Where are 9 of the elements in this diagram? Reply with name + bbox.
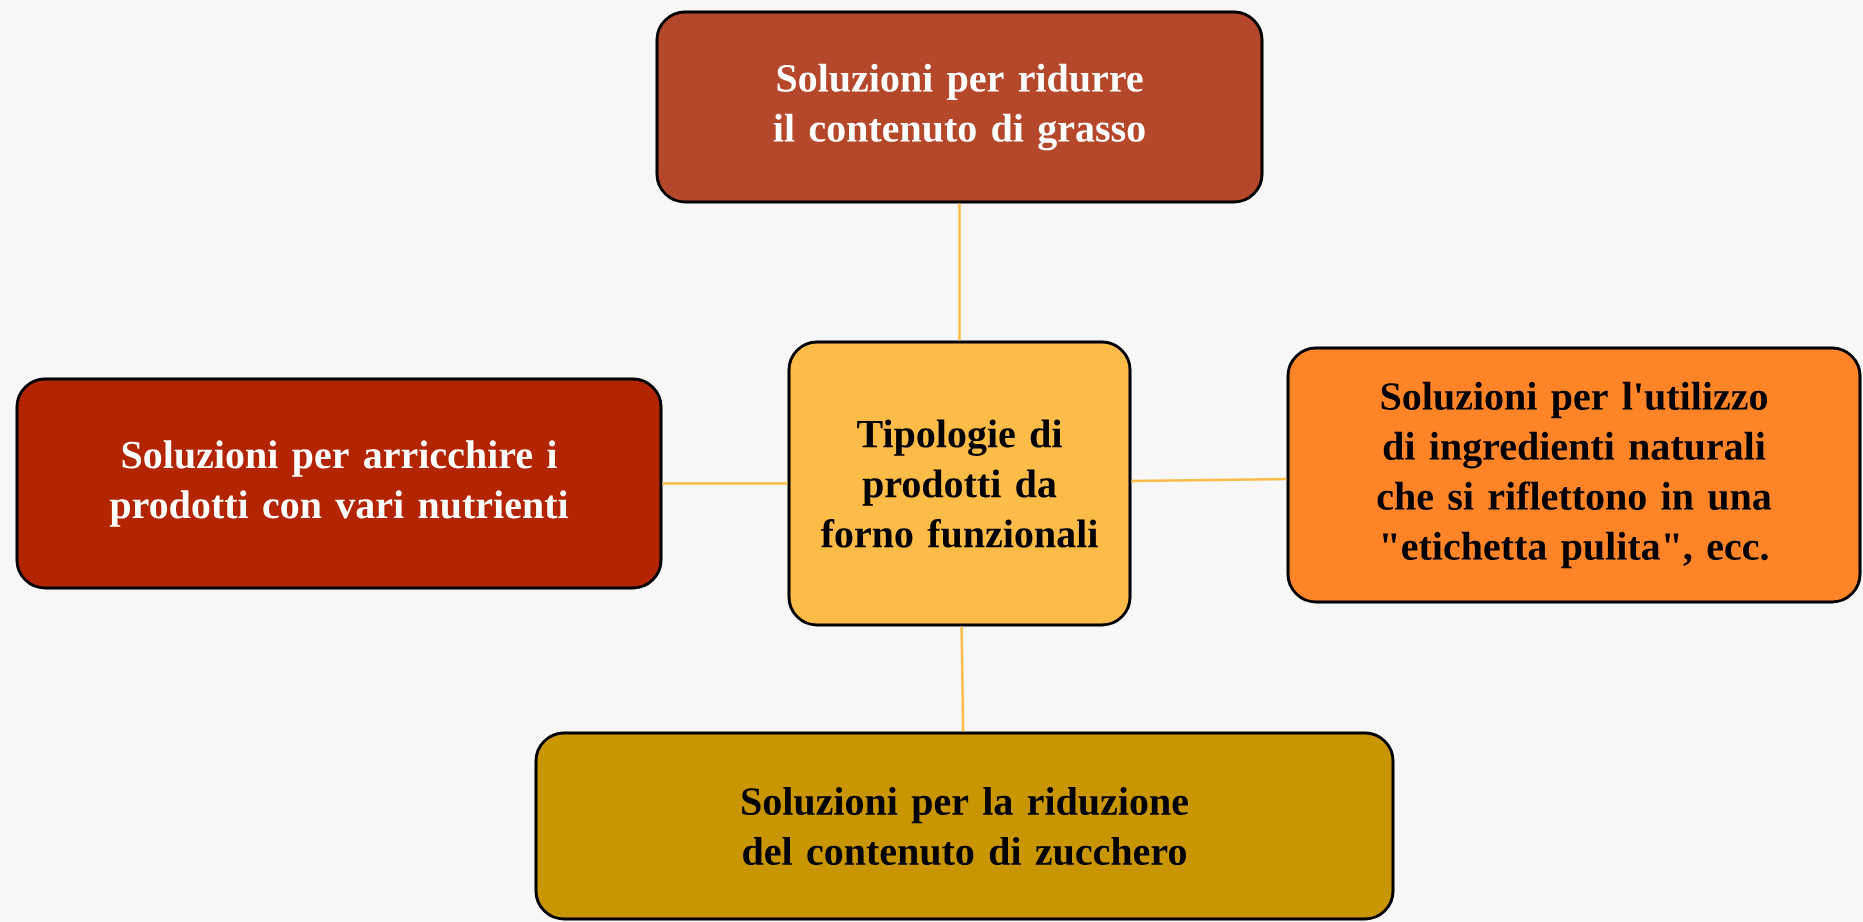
topic-box: Soluzioni per ridurre il contenuto di grasso bbox=[655, 10, 1264, 204]
connector-line bbox=[960, 626, 965, 732]
connector-line bbox=[958, 203, 961, 341]
connector-line bbox=[662, 482, 788, 485]
topic-box: Soluzioni per l'utilizzo di ingredienti naturali che si riflettono in una "etichetta pulita", ecc. bbox=[1286, 346, 1862, 604]
connector-line bbox=[1131, 477, 1287, 483]
topic-box: Soluzioni per la riduzione del contenuto di zucchero bbox=[534, 731, 1395, 921]
central-box: Tipologie di prodotti da forno funzionali bbox=[787, 340, 1132, 627]
topic-box: Soluzioni per arricchire i prodotti con vari nutrienti bbox=[15, 377, 663, 590]
